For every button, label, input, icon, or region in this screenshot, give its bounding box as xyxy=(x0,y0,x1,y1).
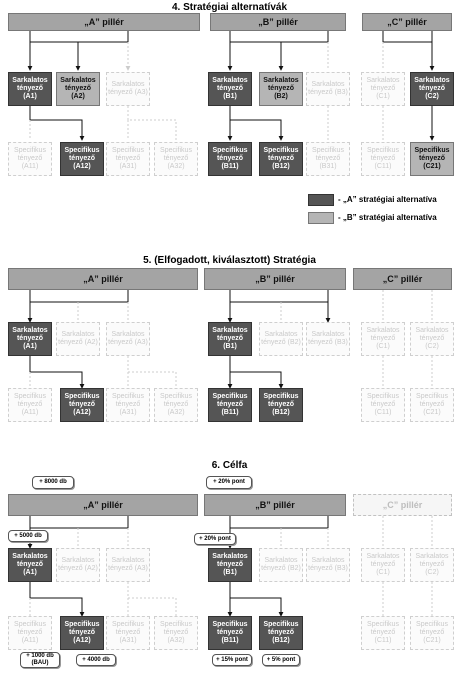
factor-c11: Specifikus tényező (C11) xyxy=(361,388,405,422)
legend-swatch-a xyxy=(308,194,334,206)
factor-a32: Specifikus tényező (A32) xyxy=(154,388,198,422)
factor-a32: Specifikus tényező (A32) xyxy=(154,616,198,650)
factor-c2: Sarkalatos tényező (C2) xyxy=(410,322,454,356)
factor-a31: Specifikus tényező (A31) xyxy=(106,616,150,650)
factor-a1: Sarkalatos tényező (A1) xyxy=(8,548,52,582)
factor-a1: Sarkalatos tényező (A1) xyxy=(8,322,52,356)
factor-c2: Sarkalatos tényező (C2) xyxy=(410,548,454,582)
pillar-a: „A” pillér xyxy=(8,268,198,290)
factor-a12: Specifikus tényező (A12) xyxy=(60,142,104,176)
factor-b11: Specifikus tényező (B11) xyxy=(208,616,252,650)
factor-a2: Sarkalatos tényező (A2) xyxy=(56,72,100,106)
target-annotation-b12: + 5% pont xyxy=(262,654,300,666)
target-annotation-a1: + 5000 db xyxy=(8,530,48,542)
factor-c21: Specifikus tényező (C21) xyxy=(410,388,454,422)
factor-a2: Sarkalatos tényező (A2) xyxy=(56,548,100,582)
factor-a11: Specifikus tényező (A11) xyxy=(8,616,52,650)
factor-c21: Specifikus tényező (C21) xyxy=(410,616,454,650)
factor-c11: Specifikus tényező (C11) xyxy=(361,142,405,176)
legend-label-a: - „A” stratégiai alternatíva xyxy=(338,195,437,204)
target-annotation-pillar-a: + 8000 db xyxy=(32,476,74,489)
pillar-c: „C” pillér xyxy=(353,494,452,516)
factor-c1: Sarkalatos tényező (C1) xyxy=(361,322,405,356)
factor-b3: Sarkalatos tényező (B3) xyxy=(306,548,350,582)
factor-a31: Specifikus tényező (A31) xyxy=(106,388,150,422)
pillar-a: „A” pillér xyxy=(8,13,200,31)
factor-b31: Specifikus tényező (B31) xyxy=(306,142,350,176)
factor-a3: Sarkalatos tényező (A3) xyxy=(106,322,150,356)
section-title: 4. Stratégiai alternatívák xyxy=(171,2,288,13)
factor-c2: Sarkalatos tényező (C2) xyxy=(410,72,454,106)
pillar-c: „C” pillér xyxy=(362,13,452,31)
factor-a11: Specifikus tényező (A11) xyxy=(8,142,52,176)
target-annotation-b1: + 20% pont xyxy=(194,533,236,545)
factor-c1: Sarkalatos tényező (C1) xyxy=(361,548,405,582)
factor-a31: Specifikus tényező (A31) xyxy=(106,142,150,176)
factor-b11: Specifikus tényező (B11) xyxy=(208,142,252,176)
factor-a12: Specifikus tényező (A12) xyxy=(60,388,104,422)
factor-b11: Specifikus tényező (B11) xyxy=(208,388,252,422)
factor-b12: Specifikus tényező (B12) xyxy=(259,616,303,650)
factor-b2: Sarkalatos tényező (B2) xyxy=(259,72,303,106)
factor-a3: Sarkalatos tényező (A3) xyxy=(106,548,150,582)
factor-a32: Specifikus tényező (A32) xyxy=(154,142,198,176)
factor-b1: Sarkalatos tényező (B1) xyxy=(208,322,252,356)
section-title: 5. (Elfogadott, kiválasztott) Stratégia xyxy=(143,255,316,266)
target-annotation-b11: + 15% pont xyxy=(212,654,252,666)
legend-swatch-b xyxy=(308,212,334,224)
factor-b12: Specifikus tényező (B12) xyxy=(259,142,303,176)
pillar-b: „B” pillér xyxy=(210,13,346,31)
target-annotation-pillar-b: + 20% pont xyxy=(206,476,252,489)
factor-b12: Specifikus tényező (B12) xyxy=(259,388,303,422)
factor-b1: Sarkalatos tényező (B1) xyxy=(208,72,252,106)
target-annotation-a12: + 4000 db xyxy=(76,654,116,666)
factor-a1: Sarkalatos tényező (A1) xyxy=(8,72,52,106)
pillar-a: „A” pillér xyxy=(8,494,198,516)
factor-b1: Sarkalatos tényező (B1) xyxy=(208,548,252,582)
factor-a11: Specifikus tényező (A11) xyxy=(8,388,52,422)
target-annotation-a11: + 1000 db (BAU) xyxy=(20,652,60,668)
pillar-c: „C” pillér xyxy=(353,268,452,290)
factor-b2: Sarkalatos tényező (B2) xyxy=(259,548,303,582)
factor-b3: Sarkalatos tényező (B3) xyxy=(306,72,350,106)
pillar-b: „B” pillér xyxy=(204,494,346,516)
legend-label-b: - „B” stratégiai alternatíva xyxy=(338,213,437,222)
factor-b2: Sarkalatos tényező (B2) xyxy=(259,322,303,356)
factor-a3: Sarkalatos tényező (A3) xyxy=(106,72,150,106)
factor-c11: Specifikus tényező (C11) xyxy=(361,616,405,650)
factor-c1: Sarkalatos tényező (C1) xyxy=(361,72,405,106)
pillar-b: „B” pillér xyxy=(204,268,346,290)
section-title: 6. Célfa xyxy=(211,460,248,471)
factor-c21: Specifikus tényező (C21) xyxy=(410,142,454,176)
factor-b3: Sarkalatos tényező (B3) xyxy=(306,322,350,356)
factor-a2: Sarkalatos tényező (A2) xyxy=(56,322,100,356)
factor-a12: Specifikus tényező (A12) xyxy=(60,616,104,650)
